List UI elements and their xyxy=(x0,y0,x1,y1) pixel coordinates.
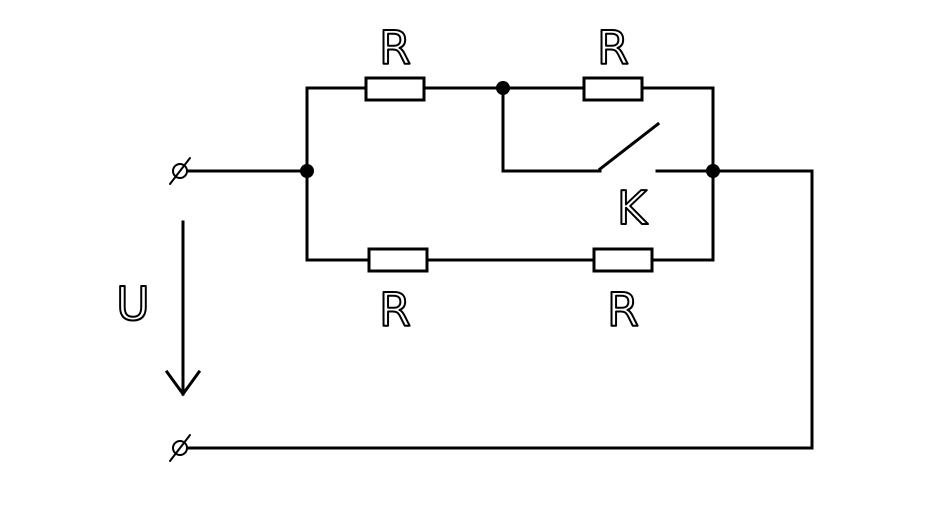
node-top-middle xyxy=(496,81,510,95)
label-resistor-bottom-left: R xyxy=(379,283,411,337)
label-resistor-bottom-right: R xyxy=(607,283,639,337)
resistor-top-left xyxy=(364,76,426,102)
resistor-bottom-right xyxy=(592,247,654,273)
switch-blade xyxy=(597,121,661,172)
terminal-slashed-circle-icon xyxy=(169,434,191,462)
label-resistor-top-right: R xyxy=(597,21,629,75)
node-left xyxy=(300,164,314,178)
label-switch: K xyxy=(617,181,649,235)
node-right xyxy=(706,164,720,178)
label-voltage: U xyxy=(116,277,150,331)
resistor-top-right xyxy=(582,76,644,102)
resistor-bottom-left xyxy=(367,247,429,273)
down-arrow-icon xyxy=(164,220,202,397)
label-resistor-top-left: R xyxy=(379,21,411,75)
terminal-slashed-circle-icon xyxy=(169,157,191,185)
